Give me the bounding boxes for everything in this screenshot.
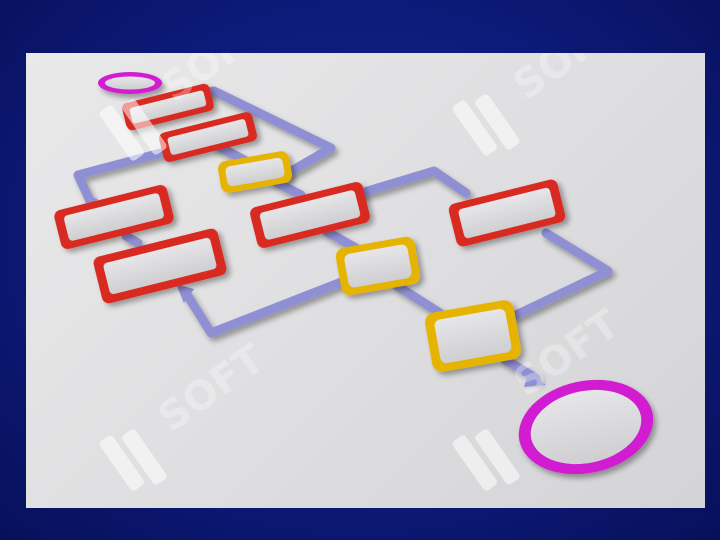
connector-process3-to-decision2 [321,226,361,253]
watermark-logo-icon [99,99,167,161]
end-terminator [518,379,654,475]
decision-block [218,151,292,193]
connector-left-process-down [121,231,143,248]
process-box [93,228,227,304]
connector-left-loop [73,144,181,208]
arrowhead-icon [176,284,194,303]
watermark-text: SOFT [505,53,628,109]
start-terminator [98,72,162,94]
process-box [448,179,566,247]
watermark-logo-icon [99,429,167,491]
decision-block [335,236,421,296]
connector-decision2-back-left [181,276,349,338]
connector-decision2-to-decision3 [391,280,445,318]
watermark-text: SOFT [150,336,273,441]
process-box [250,182,370,248]
connector-decision1-to-process3 [273,178,306,200]
diagram-canvas: SOFT SOFT SOFT SOFT [26,53,705,508]
process-box [159,112,257,162]
connector-right-loop [511,228,613,320]
decision-block [425,300,521,372]
watermark-logo-icon [452,94,520,156]
flowchart-diagram: SOFT SOFT SOFT SOFT [54,53,654,491]
watermark-logo-icon [452,429,520,491]
connector-process3-to-right-process [356,166,471,198]
process-box [54,185,174,249]
arrowhead-icon [524,371,546,387]
